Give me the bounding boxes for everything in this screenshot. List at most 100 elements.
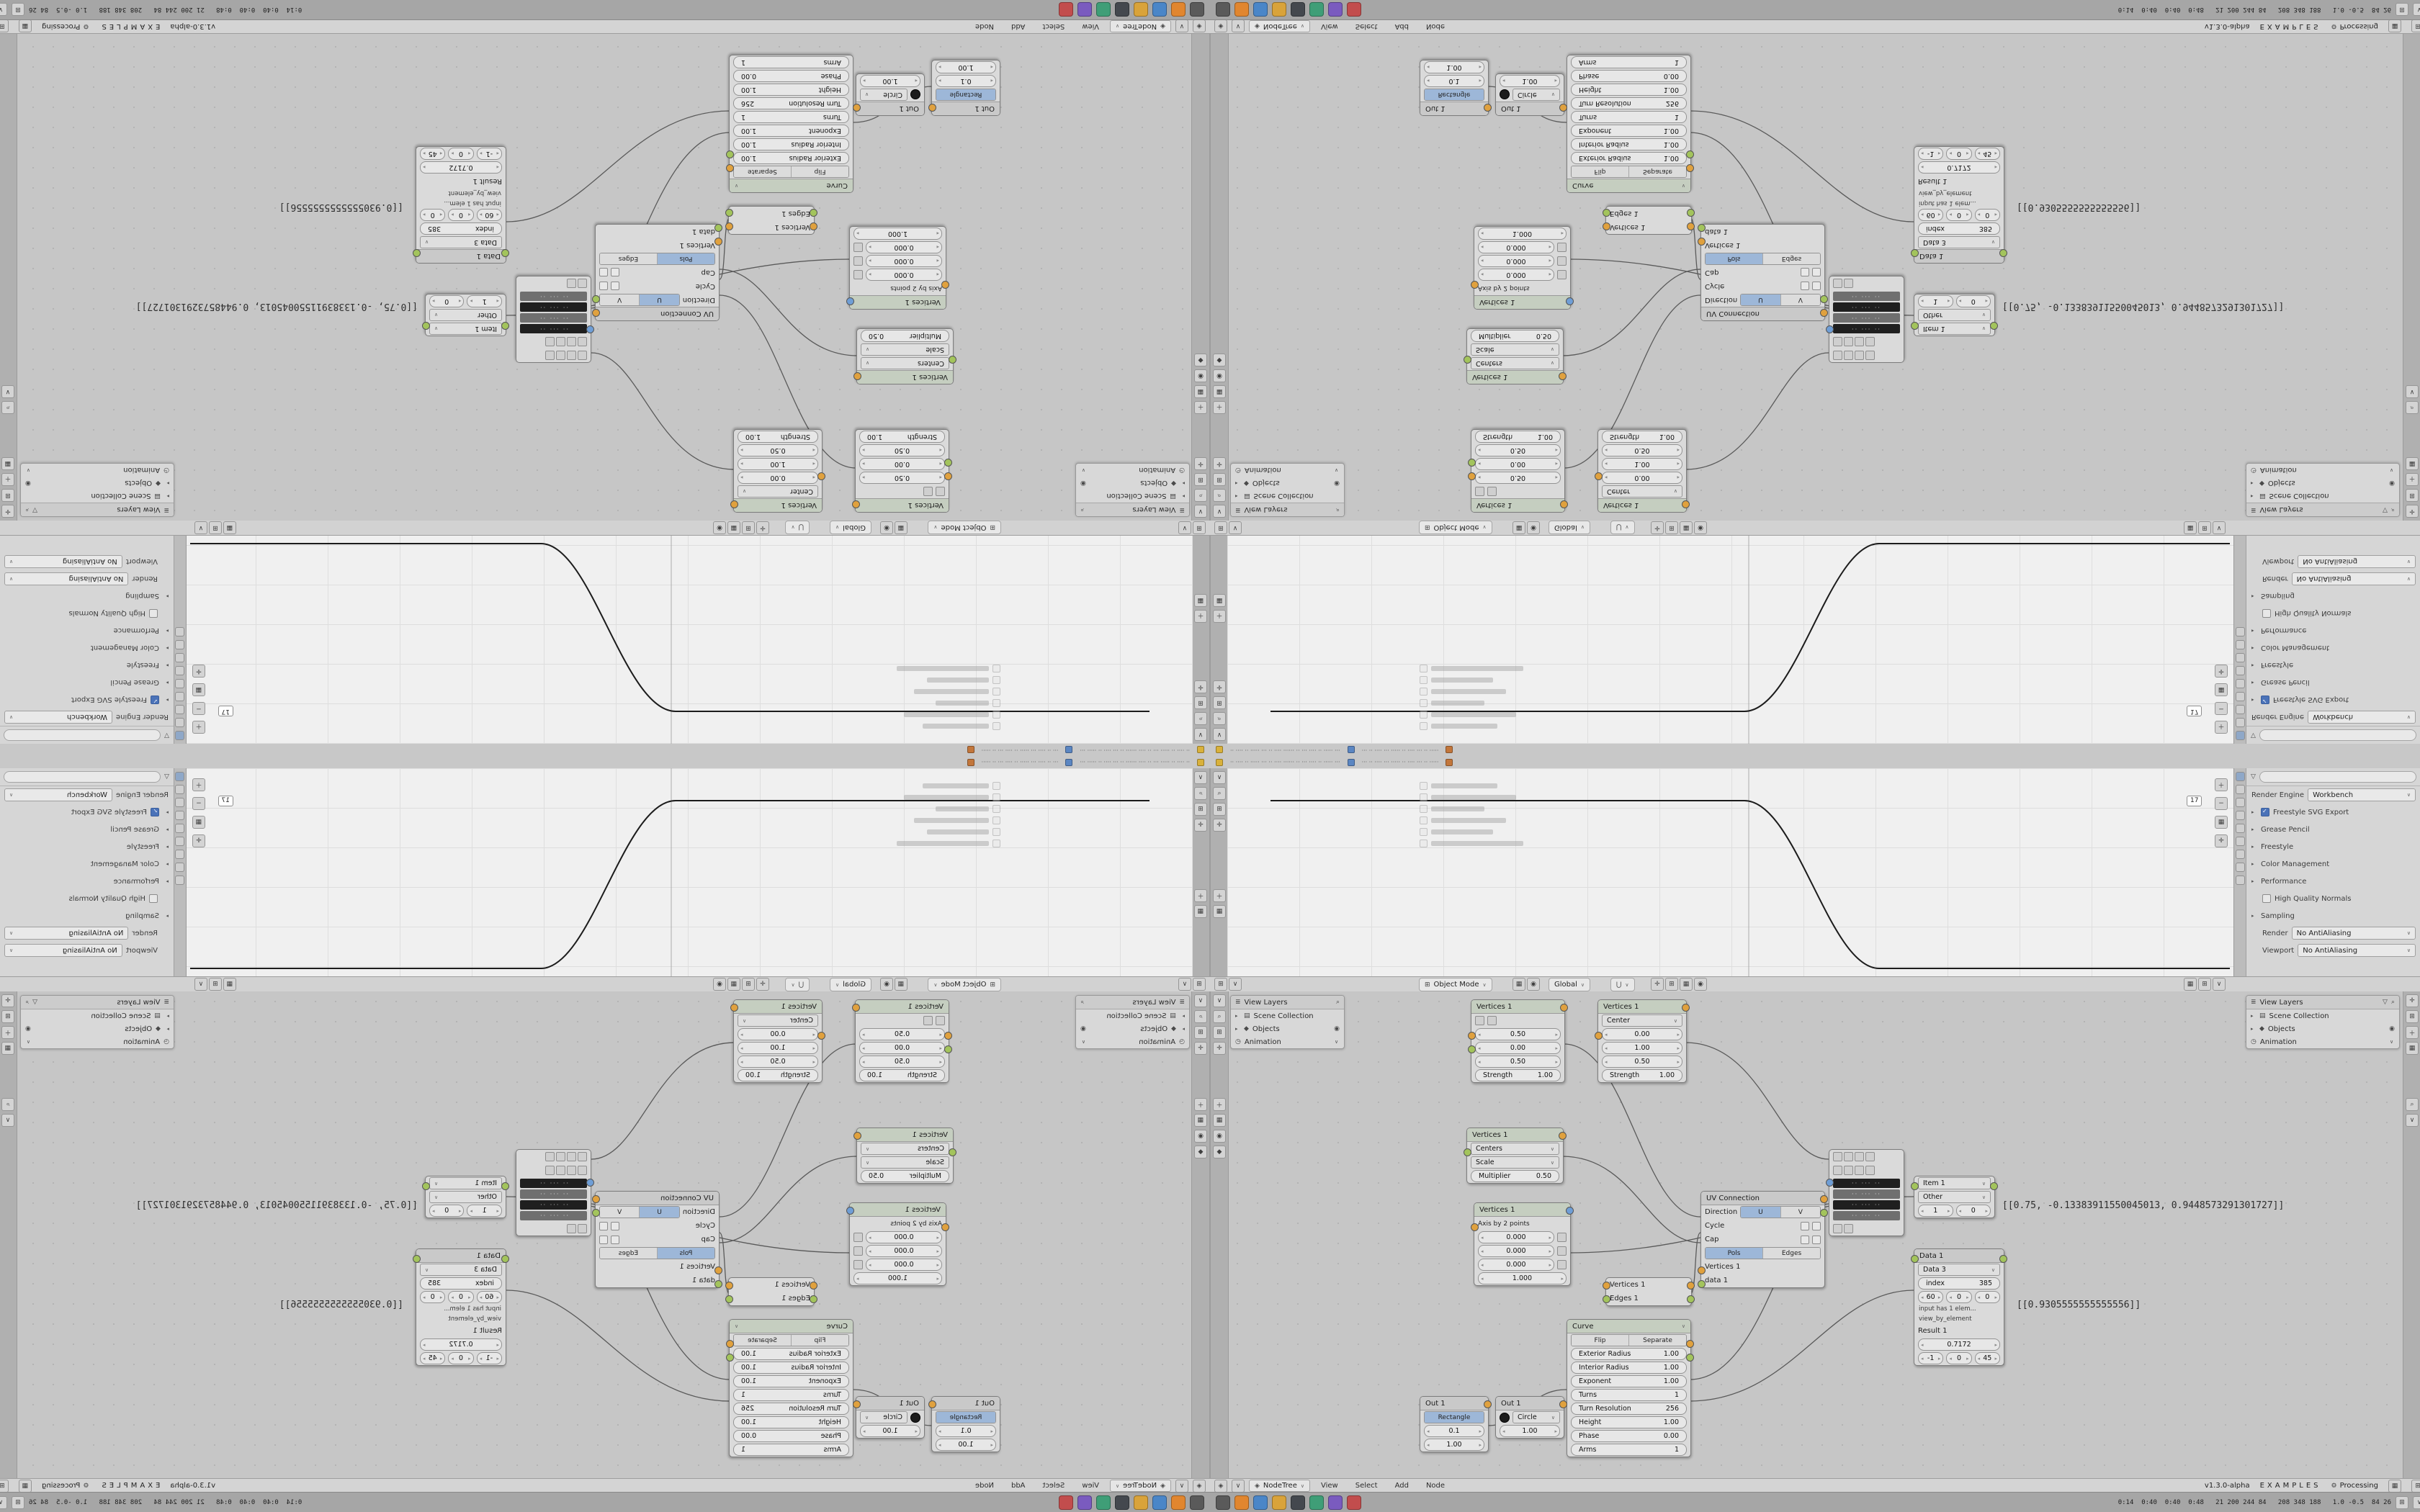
socket-edges[interactable] [726, 1354, 734, 1362]
checkbox[interactable] [1812, 1235, 1821, 1244]
matrix-row[interactable]: ·· ··· ·· [520, 1179, 587, 1188]
chevron-down-icon[interactable]: ∨ [2406, 1114, 2419, 1127]
checkbox-checked[interactable] [151, 696, 159, 704]
socket-vertices[interactable] [1595, 472, 1603, 480]
number-field[interactable]: 0 [1946, 1291, 1972, 1303]
node-vertices-b[interactable]: Vertices 1 Center 0.00 1.00 0.50 Strengt… [730, 999, 825, 1083]
orientation-selector[interactable]: Global ∨ [1549, 521, 1591, 534]
graph-editor-canvas[interactable]: ＋ − ▦ ✛ 17 [187, 768, 1193, 977]
socket-data[interactable] [1468, 459, 1476, 467]
matrix-tool-icon[interactable] [545, 1166, 555, 1175]
snap-toggle[interactable]: ⋃ ∨ [785, 521, 810, 534]
axis-toggle[interactable] [853, 1260, 863, 1269]
chevron-down-icon[interactable]: ∨ [194, 521, 207, 534]
properties-tab-render[interactable] [2236, 731, 2245, 740]
number-field[interactable]: 1.000 [1478, 1272, 1567, 1284]
checkbox[interactable] [611, 282, 619, 291]
matrix-row[interactable]: ·· ··· ·· [1833, 1179, 1900, 1188]
data-dropdown[interactable]: Data 3 [1918, 236, 2000, 248]
panel-row[interactable]: ▸ Grease Pencil [110, 678, 169, 687]
checkbox[interactable] [599, 1221, 608, 1230]
taskbar-app-icon[interactable] [1253, 1495, 1268, 1510]
matrix-tool-icon[interactable] [567, 1152, 576, 1161]
number-field[interactable]: 60 [476, 209, 502, 221]
properties-tab[interactable] [175, 718, 184, 727]
socket-edges[interactable] [1603, 209, 1610, 217]
magnifier-icon[interactable]: ⌕ [1, 401, 14, 414]
properties-tab[interactable] [175, 640, 184, 649]
funnel-icon[interactable]: ▽ [2251, 773, 2256, 780]
menu-view[interactable]: View [1082, 22, 1100, 30]
panel-icon[interactable]: ▦ [1680, 521, 1693, 534]
socket-edges[interactable] [1687, 1295, 1695, 1303]
plus-icon[interactable]: ＋ [1, 473, 14, 486]
editor-type-icon[interactable]: ◈ [1214, 1479, 1227, 1493]
magnifier-icon[interactable]: ⌕ [25, 999, 30, 1006]
checkbox[interactable] [992, 839, 1000, 847]
panel-row[interactable]: ▸ Performance [113, 626, 169, 635]
panel-icon[interactable]: ▦ [1194, 1114, 1207, 1127]
number-field[interactable]: 0.50 [1602, 1056, 1682, 1068]
outliner-item-objects[interactable]: ▸ ◆ Objects ◉ [25, 1025, 169, 1033]
editor-type-icon[interactable]: ◈ [1193, 19, 1206, 33]
move-icon[interactable]: ✛ [1213, 1042, 1226, 1055]
socket-matrix[interactable] [1566, 297, 1574, 305]
properties-tab[interactable] [175, 653, 184, 662]
panel-icon[interactable]: ▦ [1194, 905, 1207, 918]
number-field[interactable]: 0.000 [866, 269, 942, 281]
checkbox[interactable] [599, 1235, 608, 1244]
magnifier-icon[interactable]: ⌕ [1213, 1010, 1226, 1023]
checkbox[interactable] [1801, 1235, 1809, 1244]
socket-vertices[interactable] [1820, 309, 1828, 317]
taskbar-app-icon[interactable] [1272, 2, 1286, 17]
taskbar-app-icon[interactable] [1077, 2, 1092, 17]
snap-toggle[interactable]: ⋃ ∨ [785, 978, 810, 991]
move-icon[interactable]: ✛ [1213, 680, 1226, 693]
checkbox-checked[interactable] [151, 808, 159, 816]
axis-toggle[interactable] [1557, 256, 1567, 266]
number-field[interactable]: 0.000 [866, 1245, 942, 1257]
chevron-down-icon[interactable]: ∨ [2413, 1496, 2420, 1509]
panel-row[interactable]: ▸ Color Management [90, 860, 169, 868]
number-field[interactable]: 1.00 [936, 61, 996, 73]
panel-row[interactable]: ▸ Freestyle [2251, 661, 2294, 670]
number-field[interactable]: 0 [448, 209, 474, 221]
checkbox[interactable] [992, 827, 1000, 836]
outliner-item-scene-collection[interactable]: ▸ ▤ Scene Collection [1235, 1012, 1314, 1020]
socket-vertices[interactable] [944, 472, 952, 480]
grid-icon[interactable]: ⊞ [1194, 803, 1207, 816]
menu-select[interactable]: Select [1355, 22, 1378, 30]
orientation-selector[interactable]: Global ∨ [829, 521, 871, 534]
chevron-down-icon[interactable]: ∨ [1213, 505, 1226, 518]
centers-dropdown[interactable]: Centers [861, 1143, 949, 1155]
funnel-icon[interactable]: ▽ [164, 732, 169, 739]
socket-data[interactable] [944, 1045, 952, 1053]
eye-icon[interactable]: ◉ [1334, 480, 1340, 487]
matrix-row[interactable]: ·· ··· ·· [520, 313, 587, 323]
plus-icon[interactable]: ＋ [1213, 1098, 1226, 1111]
number-field[interactable]: 1.000 [853, 228, 942, 240]
grid-icon[interactable]: ⊞ [12, 3, 24, 16]
number-field[interactable]: 0.00 [859, 1042, 945, 1054]
node-out-circle[interactable]: Out 1 Circle 1.00 [1495, 73, 1567, 116]
properties-tab[interactable] [175, 876, 184, 885]
number-field[interactable]: 0 [1955, 1205, 1991, 1217]
properties-tab[interactable] [175, 692, 184, 701]
circle-icon[interactable]: ◉ [713, 978, 726, 991]
socket-data[interactable] [1464, 356, 1471, 364]
panel-row[interactable]: ▸ Freestyle SVG Export [2246, 691, 2420, 708]
render-aa-dropdown[interactable]: No AntiAliasing [4, 927, 129, 940]
circle-icon[interactable]: ◉ [1527, 521, 1540, 534]
grid-icon[interactable]: ⊞ [1213, 1026, 1226, 1039]
matrix-tool-icon[interactable] [1833, 279, 1842, 288]
